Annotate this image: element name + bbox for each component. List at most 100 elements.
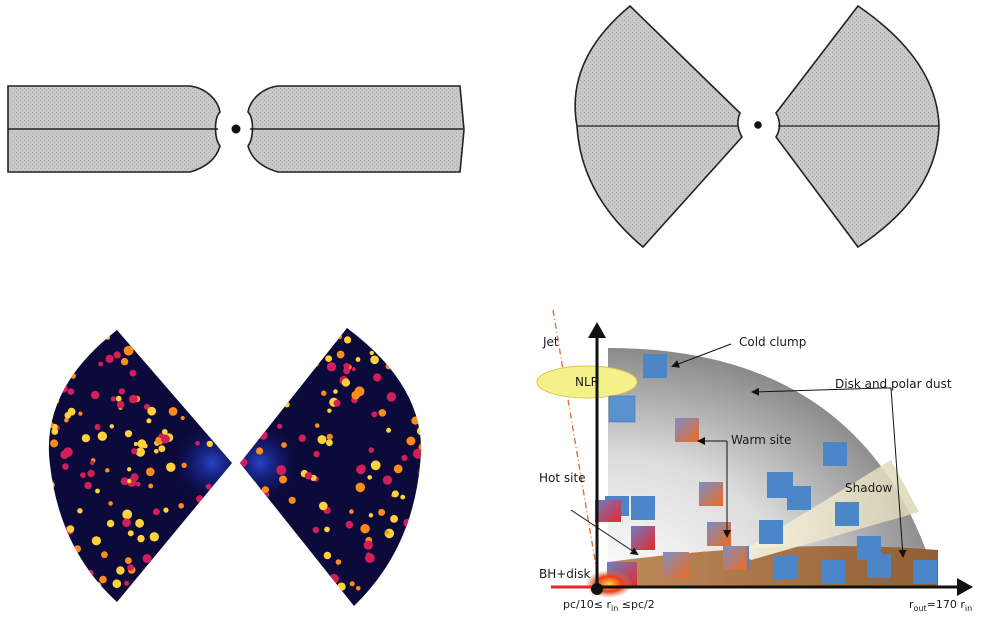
clump-dot bbox=[370, 460, 381, 471]
clump-dot bbox=[118, 388, 126, 395]
clump-dot bbox=[419, 334, 422, 343]
clump-dot bbox=[411, 416, 420, 425]
core-glow-left bbox=[172, 423, 232, 503]
clump-dot bbox=[246, 382, 252, 388]
clump-dot bbox=[160, 365, 170, 375]
clump bbox=[759, 520, 783, 544]
clump-dot bbox=[149, 532, 159, 542]
clump-dot bbox=[93, 591, 98, 595]
clump-dot bbox=[176, 331, 182, 337]
x-axis-outer-label: rout=170 rin bbox=[909, 598, 972, 613]
clump-dot bbox=[399, 339, 408, 347]
clump-dot bbox=[148, 483, 154, 489]
dust-pointer bbox=[751, 387, 884, 396]
clump-dot bbox=[109, 424, 115, 429]
label-warm-site: Warm site bbox=[731, 433, 791, 447]
clump-dot bbox=[321, 390, 327, 396]
clump-dot bbox=[167, 567, 173, 573]
panel-flared-disk bbox=[0, 0, 491, 300]
clump-dot bbox=[160, 350, 167, 357]
flared-disk-diagram bbox=[7, 85, 465, 173]
clump-dot bbox=[278, 394, 285, 401]
clump-dot bbox=[181, 462, 187, 468]
clump-dot bbox=[50, 439, 59, 448]
clump-dot bbox=[160, 355, 165, 360]
clump-dot bbox=[168, 407, 178, 416]
clump-dot bbox=[187, 528, 196, 537]
clump-dot bbox=[304, 472, 313, 480]
clump-dot bbox=[386, 392, 397, 402]
clump-dot bbox=[371, 411, 378, 418]
clump-dot bbox=[225, 348, 232, 358]
clump-dot bbox=[77, 508, 83, 514]
right-emission-lobe bbox=[240, 328, 422, 606]
clump-dot bbox=[86, 569, 94, 577]
clump-dot bbox=[370, 355, 379, 365]
clump-dot bbox=[223, 544, 232, 555]
clump-dot bbox=[366, 552, 371, 557]
clump-dot bbox=[48, 411, 53, 419]
clump-dot bbox=[314, 423, 320, 428]
clump-dot bbox=[127, 530, 134, 537]
clump-dot bbox=[418, 469, 422, 476]
clump-dot bbox=[247, 537, 256, 546]
clump-dot bbox=[240, 334, 244, 342]
clump-dot bbox=[415, 496, 422, 504]
panel-model-schematic: Jet NLR Cold clump Disk and polar dust W… bbox=[491, 300, 983, 618]
clump-dot bbox=[257, 379, 264, 386]
clump-dot bbox=[88, 588, 94, 594]
clump-dot bbox=[240, 419, 245, 428]
clump-dot bbox=[167, 330, 172, 335]
clump-dot bbox=[267, 372, 277, 382]
clump-dot bbox=[60, 450, 69, 459]
clump-dot bbox=[211, 422, 217, 428]
clump-dot bbox=[48, 395, 50, 400]
clump-dot bbox=[393, 464, 403, 474]
clump-dot bbox=[324, 526, 330, 533]
clump-dot bbox=[178, 503, 184, 509]
clump-dot bbox=[247, 342, 254, 350]
clump-dot bbox=[281, 535, 287, 540]
clump-dot bbox=[284, 547, 294, 556]
clump-dot bbox=[215, 495, 225, 505]
clump-dot bbox=[63, 558, 73, 567]
clump-dot bbox=[123, 345, 134, 356]
clump-dot bbox=[326, 439, 333, 447]
clump-dot bbox=[64, 543, 74, 553]
label-nlr: NLR bbox=[575, 375, 599, 389]
clump-dot bbox=[116, 566, 125, 575]
clump-dot bbox=[147, 406, 157, 416]
clump-dot bbox=[85, 586, 92, 593]
clump-dot bbox=[345, 520, 354, 529]
clump-dot bbox=[110, 396, 117, 402]
clump-dot bbox=[406, 436, 416, 446]
clump-dot bbox=[320, 581, 328, 590]
clump-dot bbox=[400, 494, 406, 500]
clump-dot bbox=[129, 369, 137, 377]
clump-dot bbox=[384, 530, 389, 535]
clump-dot bbox=[359, 328, 366, 335]
panel-emission-map bbox=[0, 300, 491, 618]
clump-dot bbox=[402, 379, 413, 389]
clump-dot bbox=[154, 449, 159, 454]
clump-dot bbox=[177, 566, 184, 573]
clump-dot bbox=[398, 553, 405, 560]
clump-dot bbox=[74, 338, 80, 343]
clump-dot bbox=[56, 372, 61, 377]
clump-dot bbox=[166, 347, 174, 355]
clump-dot bbox=[195, 441, 200, 446]
clump-dot bbox=[180, 415, 185, 421]
clump-dot bbox=[154, 365, 163, 374]
clump-dot bbox=[137, 439, 147, 449]
clump-dot bbox=[319, 501, 328, 511]
clump-dot bbox=[276, 465, 287, 476]
clump-dot bbox=[313, 361, 319, 367]
clump-dot bbox=[57, 570, 62, 575]
clump-dot bbox=[286, 338, 295, 348]
clump-dot bbox=[161, 429, 168, 435]
clump-dot bbox=[52, 397, 60, 405]
clump-dot bbox=[99, 575, 107, 584]
clump-dot bbox=[62, 463, 69, 470]
clump-dot bbox=[351, 367, 356, 372]
hot-site-pointer bbox=[570, 509, 639, 556]
